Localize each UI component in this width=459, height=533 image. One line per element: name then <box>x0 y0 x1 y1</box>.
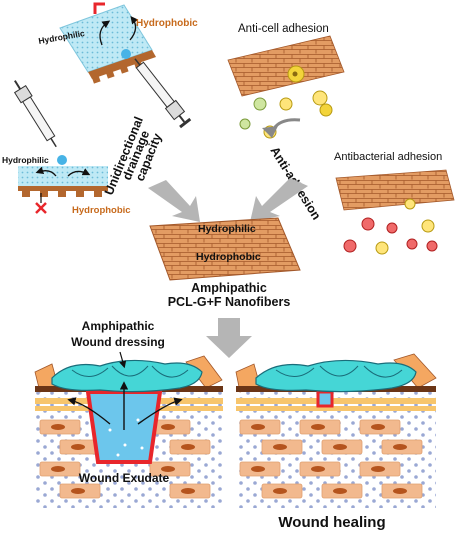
curved-arrow-left <box>99 20 111 46</box>
label-dressing-line1: Amphipathic <box>82 319 155 333</box>
label-nanofiber-line1: Amphipathic <box>191 281 267 295</box>
healed-wound <box>316 390 334 408</box>
left-membrane-illustration: Hydrophilic Hydrophobic <box>2 80 131 216</box>
label-wound-healing: Wound healing <box>278 514 385 531</box>
label-center-hydrophobic: Hydrophobic <box>196 251 261 263</box>
wound-dressing-left: Amphipathic Wound dressing Wound Exudate <box>34 319 223 508</box>
bacteria-icon <box>343 198 438 255</box>
label-anti-cell: Anti-cell adhesion <box>238 23 329 35</box>
wound-healing-right: Wound healing <box>235 353 437 531</box>
label-wound-exudate: Wound Exudate <box>79 471 170 485</box>
label-hydrophobic-left: Hydrophobic <box>72 205 131 216</box>
curved-arrow-right <box>129 15 139 41</box>
nanofiber-mat: Hydrophilic Hydrophobic Amphipathic PCL-… <box>149 217 301 309</box>
label-nanofiber-line2: PCL-G+F Nanofibers <box>168 295 291 309</box>
antibacterial-illustration: Antibacterial adhesion <box>334 151 455 255</box>
curved-arrow-right <box>67 168 91 177</box>
gray-arrows <box>148 178 308 358</box>
syringe-icon <box>134 58 192 129</box>
top-membrane-illustration: Hydrophilic Hydrophobic <box>38 2 198 129</box>
syringe-icon <box>13 80 57 148</box>
label-dressing-line2: Wound dressing <box>71 335 165 349</box>
label-hydrophobic-top: Hydrophobic <box>136 18 198 29</box>
label-center-hydrophilic: Hydrophilic <box>198 223 256 235</box>
label-hydrophilic-left: Hydrophilic <box>2 155 49 165</box>
cross-icon <box>35 202 47 214</box>
curved-arrow-left <box>35 166 57 177</box>
label-antibacterial: Antibacterial adhesion <box>334 151 442 163</box>
drainage-caption: Unidirectional drainage capacity <box>102 115 165 198</box>
